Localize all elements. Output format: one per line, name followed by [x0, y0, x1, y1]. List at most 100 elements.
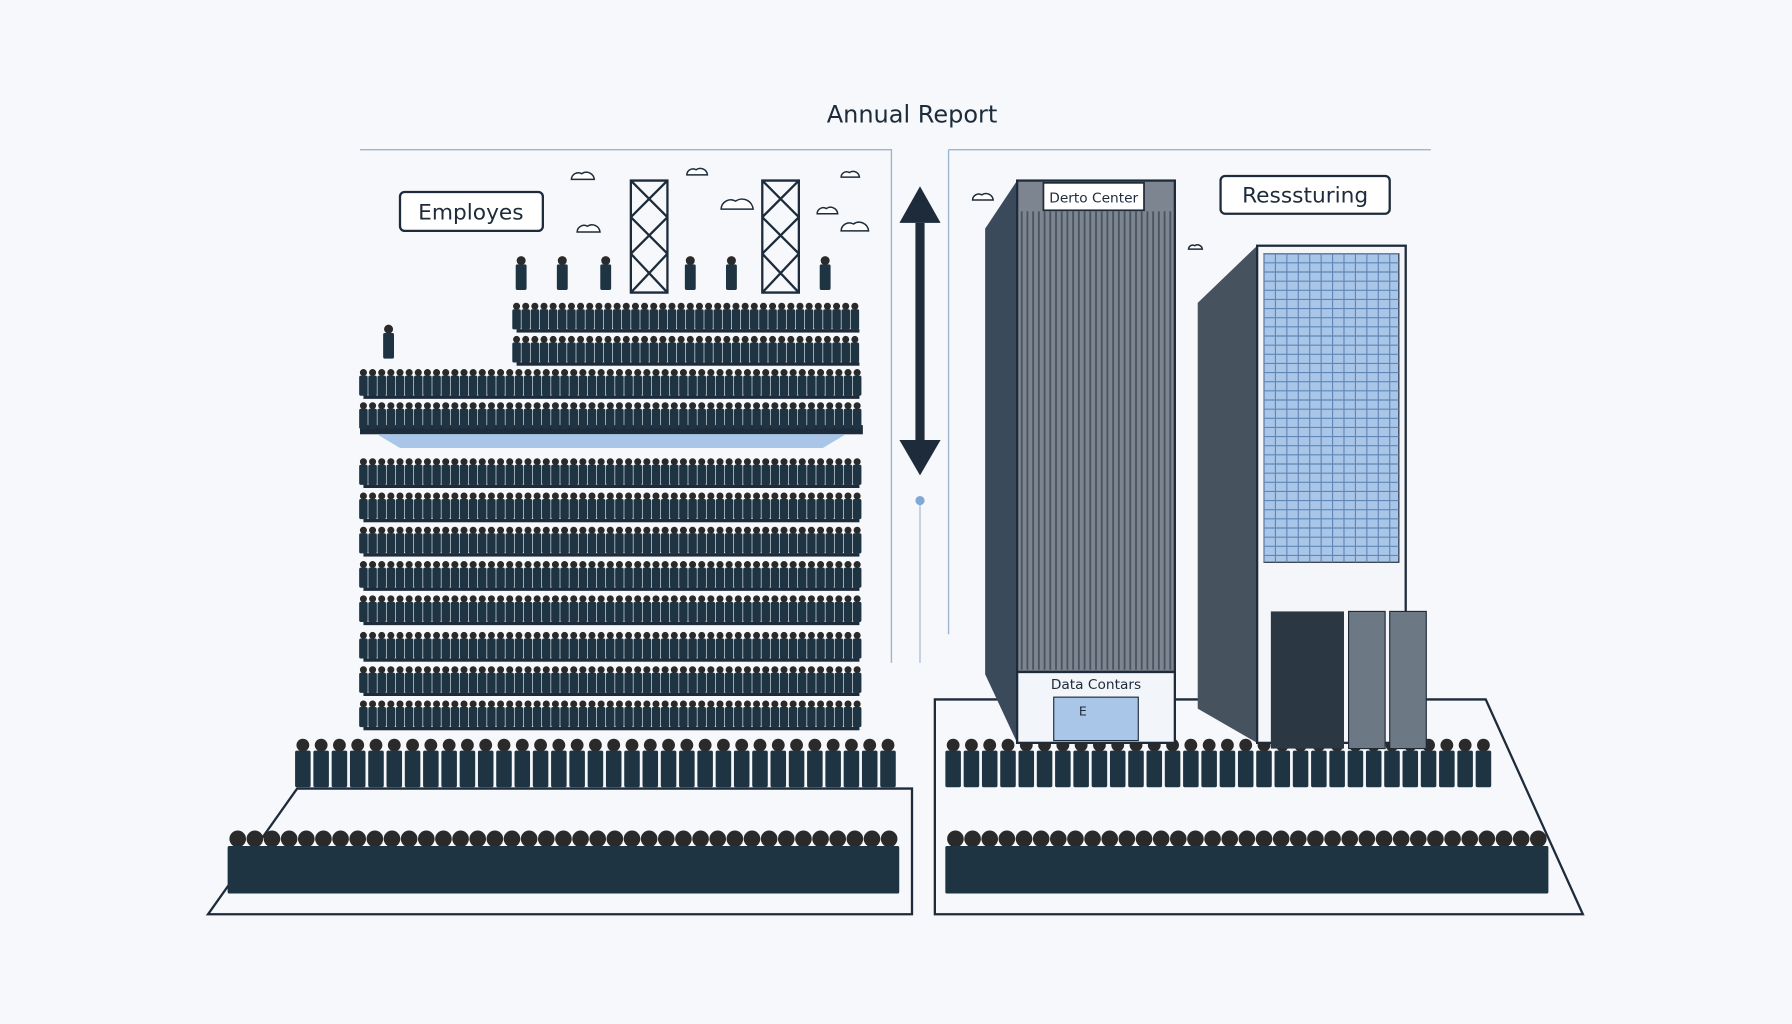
- person-head: [634, 631, 642, 639]
- person-head: [844, 595, 852, 603]
- person-head: [359, 492, 367, 500]
- person-head: [707, 561, 715, 569]
- person-body: [777, 309, 786, 330]
- person-body: [715, 601, 725, 622]
- person-body: [688, 499, 697, 520]
- person-body: [386, 464, 396, 485]
- person-head: [607, 738, 621, 752]
- person-body: [496, 601, 505, 622]
- resssturing-label: Resssturing: [1219, 174, 1391, 215]
- person-body: [779, 567, 789, 588]
- person-body: [514, 750, 531, 788]
- person-body: [697, 533, 706, 554]
- person-head: [835, 561, 843, 569]
- person-body: [1236, 845, 1257, 894]
- person-body: [404, 638, 414, 659]
- person-body: [542, 567, 551, 588]
- person-head: [1187, 830, 1204, 848]
- person-head: [451, 561, 459, 569]
- person-head: [714, 335, 722, 343]
- person-head: [520, 830, 538, 848]
- person-body: [1133, 845, 1155, 894]
- person-body: [399, 845, 420, 894]
- person-body: [512, 342, 521, 363]
- person-body: [725, 264, 737, 291]
- person-head: [835, 369, 843, 377]
- person-body: [752, 638, 761, 659]
- person-body: [553, 845, 574, 894]
- person-body: [441, 533, 450, 554]
- person-body: [404, 672, 414, 693]
- person-body: [750, 342, 759, 363]
- person-head: [844, 402, 852, 410]
- person-body: [368, 375, 377, 396]
- person-head: [400, 830, 418, 848]
- person-body: [587, 533, 597, 554]
- person-head: [423, 700, 431, 708]
- person-body: [779, 408, 789, 429]
- person-body: [347, 845, 368, 894]
- person-body: [567, 342, 576, 363]
- person-body: [551, 408, 560, 429]
- person-body: [404, 499, 414, 520]
- person-head: [396, 369, 404, 377]
- person-body: [1013, 845, 1035, 894]
- person-head: [670, 458, 678, 466]
- person-body: [587, 638, 597, 659]
- person-body: [496, 707, 505, 728]
- person-body: [496, 499, 505, 520]
- person-head: [826, 402, 834, 410]
- person-body: [377, 375, 386, 396]
- person-head: [743, 561, 751, 569]
- person-body: [605, 750, 622, 788]
- person-head: [826, 369, 834, 377]
- person-head: [762, 402, 770, 410]
- person-head: [442, 526, 450, 534]
- person-body: [423, 499, 432, 520]
- person-head: [442, 561, 450, 569]
- person-body: [770, 750, 787, 788]
- person-body: [798, 499, 807, 520]
- restructuring-building: [1197, 244, 1427, 750]
- person-head: [497, 402, 505, 410]
- person-head: [604, 302, 612, 310]
- person-head: [478, 369, 486, 377]
- person-body: [807, 567, 816, 588]
- person-head: [716, 561, 724, 569]
- person-head: [561, 631, 569, 639]
- person-body: [743, 638, 752, 659]
- person-body: [850, 342, 860, 363]
- person-head: [826, 738, 840, 752]
- person-head: [780, 666, 788, 674]
- person-body: [642, 750, 659, 788]
- person-head: [1341, 830, 1359, 848]
- person-body: [697, 638, 706, 659]
- person-body: [852, 567, 862, 588]
- person-body: [834, 408, 844, 429]
- person-body: [761, 567, 770, 588]
- person-head: [558, 302, 566, 310]
- person-body: [539, 342, 549, 363]
- person-body: [861, 845, 883, 894]
- person-body: [651, 375, 661, 396]
- person-head: [717, 738, 730, 752]
- person-head: [423, 666, 431, 674]
- person-body: [713, 342, 722, 363]
- person-body: [1164, 750, 1181, 788]
- person-body: [724, 638, 734, 659]
- person-head: [533, 595, 541, 603]
- person-head: [369, 402, 377, 410]
- person-head: [659, 335, 667, 343]
- person-body: [1528, 845, 1549, 894]
- person-body: [1185, 845, 1206, 894]
- person-body: [1373, 845, 1395, 894]
- person-body: [660, 464, 670, 485]
- person-head: [570, 738, 584, 752]
- person-head: [551, 526, 559, 534]
- person-head: [734, 561, 742, 569]
- person-head: [359, 526, 367, 534]
- person-head: [835, 492, 843, 500]
- person-body: [795, 309, 805, 330]
- person-head: [689, 561, 697, 569]
- person-head: [759, 335, 767, 343]
